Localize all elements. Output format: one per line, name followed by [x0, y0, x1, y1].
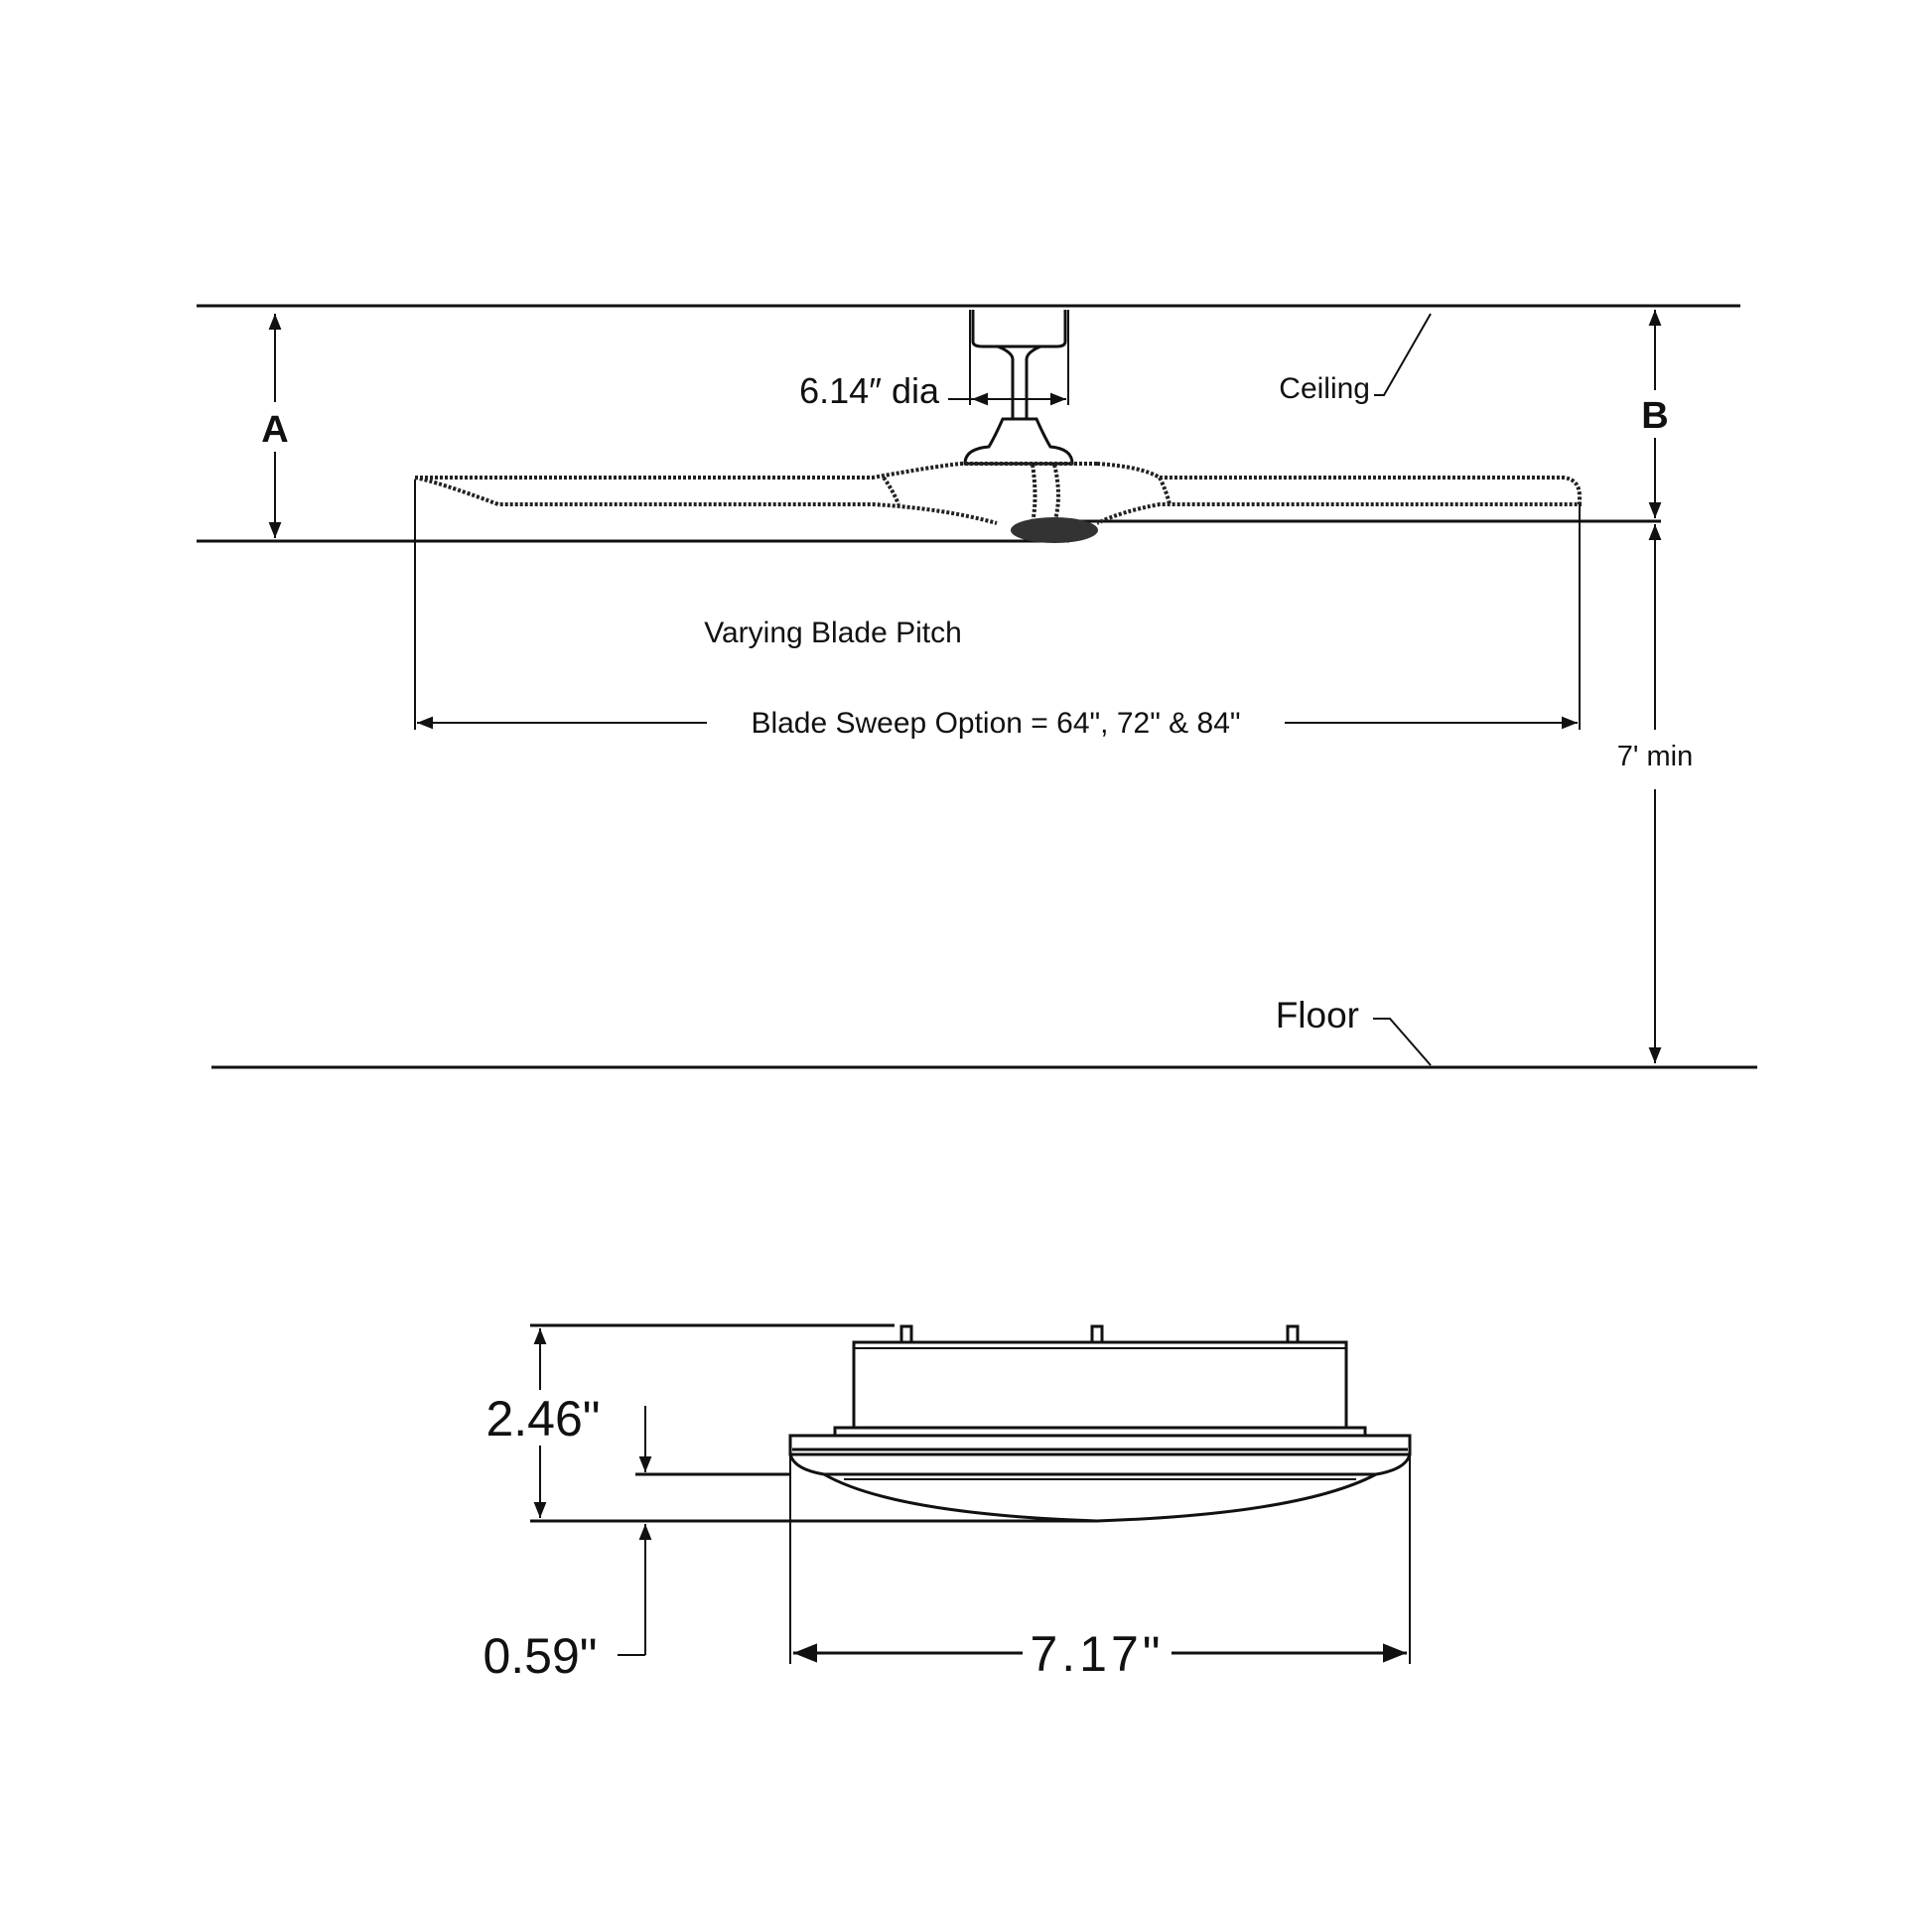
blade-hub: [882, 462, 1172, 524]
studs: [899, 1324, 1300, 1344]
ceiling-leader: [1374, 313, 1432, 396]
canopy-dia-label: 6.14″ dia: [799, 370, 940, 411]
motor-housing: [963, 417, 1074, 466]
light-bulb-housing: [1011, 517, 1098, 543]
light-kit-plate: [788, 1434, 1412, 1456]
canopy: [970, 304, 1068, 348]
dimension-a-label: A: [261, 409, 288, 451]
light-kit-detail: 2.46" 0.59" 7.17": [477, 1323, 1412, 1684]
fan-elevation: A B 7' min 6.14″ dia Blade Sweep Option …: [197, 304, 1757, 1069]
diameter-label: 7.17": [1030, 1626, 1164, 1682]
height-label: 2.46": [485, 1391, 600, 1447]
floor-label: Floor: [1276, 995, 1359, 1035]
downrod: [997, 345, 1041, 419]
right-blade: [1096, 462, 1582, 525]
blade-sweep-label: Blade Sweep Option = 64", 72" & 84": [751, 707, 1240, 740]
min-height-label: 7' min: [1617, 741, 1693, 772]
dimension-b-label: B: [1641, 395, 1668, 437]
light-kit-housing: [852, 1340, 1348, 1430]
light-kit-lens: [788, 1453, 1412, 1523]
ceiling-label: Ceiling: [1279, 372, 1370, 405]
lens-depth-label: 0.59": [483, 1628, 597, 1684]
left-blade: [414, 462, 998, 525]
floor-leader: [1373, 1018, 1432, 1066]
blade-pitch-label: Varying Blade Pitch: [704, 617, 962, 649]
